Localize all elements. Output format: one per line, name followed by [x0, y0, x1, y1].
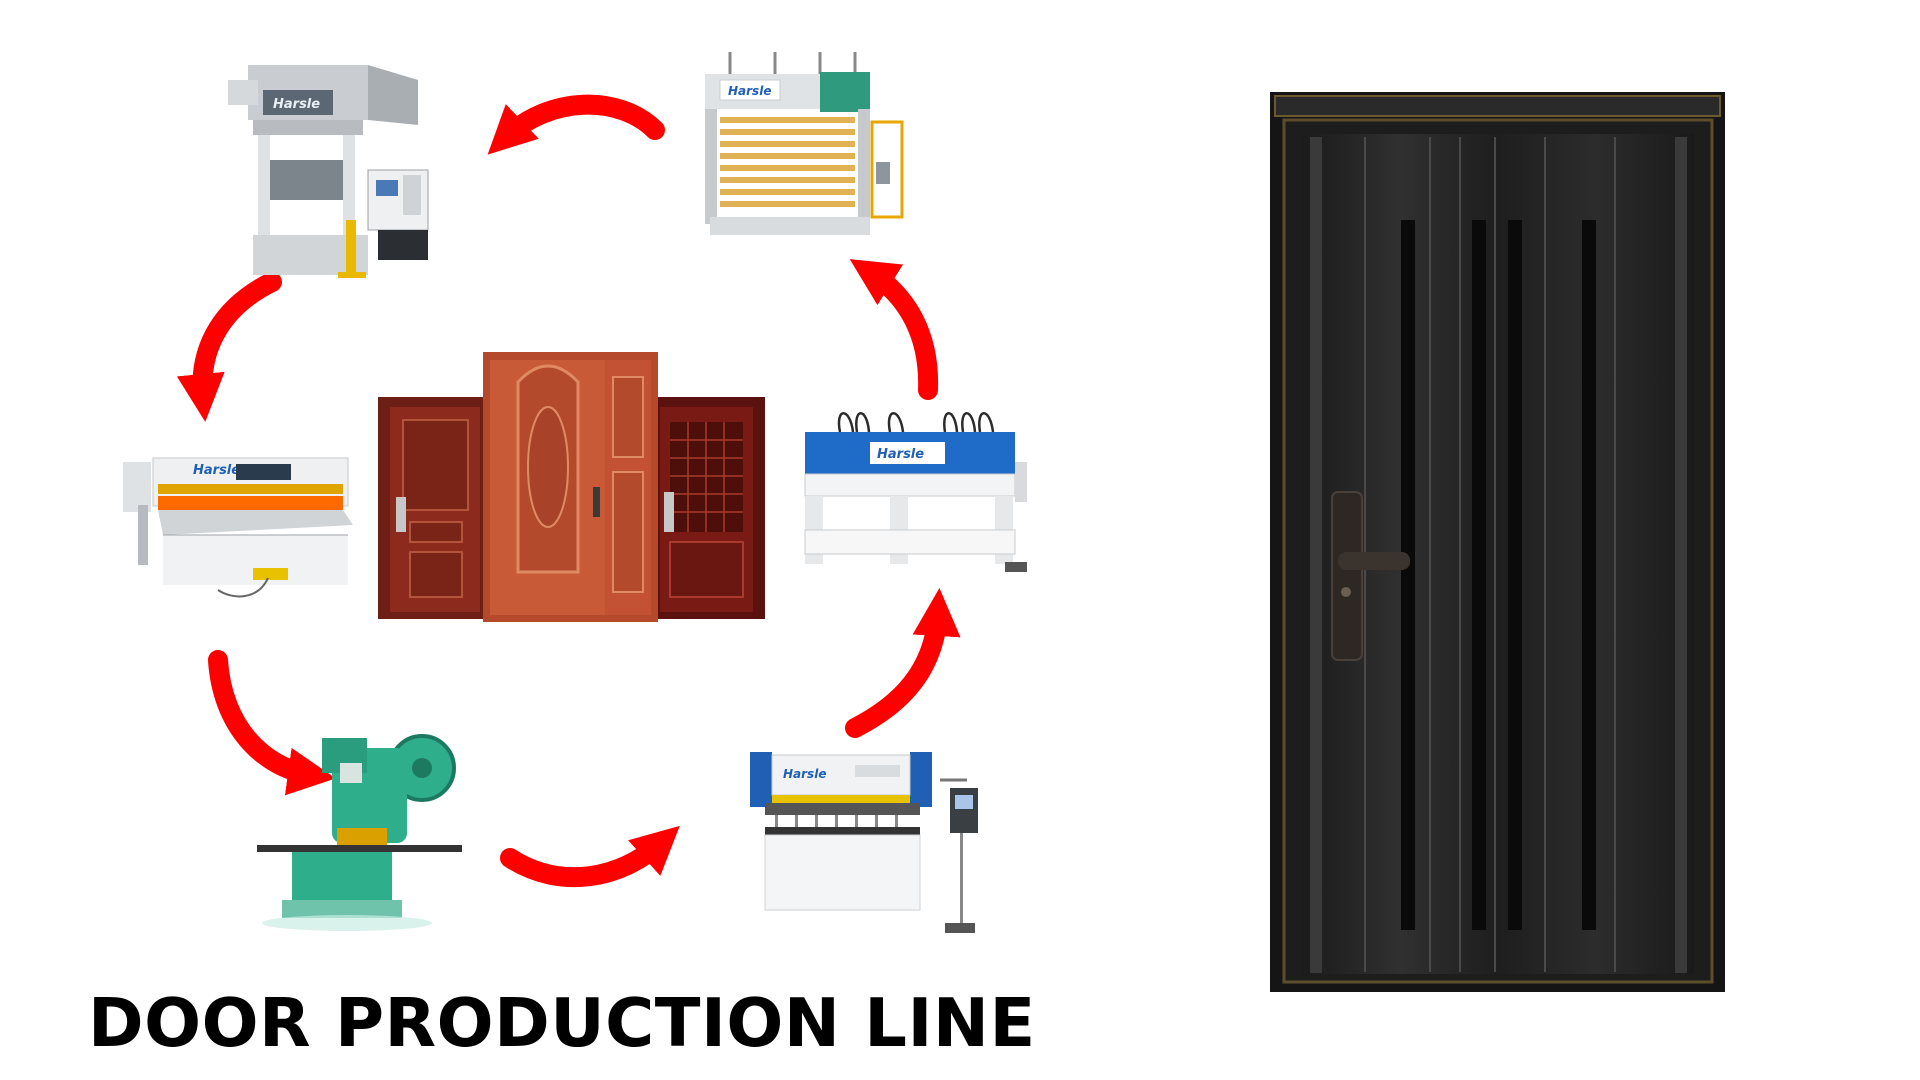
brand-logo: Harsle — [273, 97, 320, 112]
shearing-machine: Harsle — [118, 450, 358, 615]
black-steel-door — [1270, 92, 1725, 992]
arrow-pressbrake-to-framepress — [845, 588, 961, 738]
press-brake-machine: Harsle — [745, 740, 1000, 950]
arrow-hotpress-to-hydraulic — [487, 94, 665, 155]
steel-door-single — [378, 397, 493, 619]
brand-logo: Harsle — [877, 447, 924, 462]
arrow-shearing-to-punching — [208, 650, 336, 796]
arrow-framepress-to-hotpress — [849, 259, 939, 400]
center-door-group — [378, 352, 765, 622]
arrow-hydraulic-to-shearing — [176, 272, 282, 422]
hot-press-machine: Harsle — [690, 52, 915, 247]
brand-logo: Harsle — [193, 463, 240, 478]
hydraulic-press-machine: Harsle — [218, 50, 453, 290]
door-frame-press-machine: Harsle — [795, 402, 1030, 580]
brand-logo: Harsle — [783, 767, 826, 781]
steel-door-security — [648, 397, 765, 619]
page-title: DOOR PRODUCTION LINE — [88, 984, 1036, 1062]
punching-machine — [252, 728, 467, 933]
brand-logo: Harsle — [728, 84, 771, 98]
steel-door-double — [483, 352, 658, 622]
arrow-punching-to-pressbrake — [500, 825, 680, 888]
